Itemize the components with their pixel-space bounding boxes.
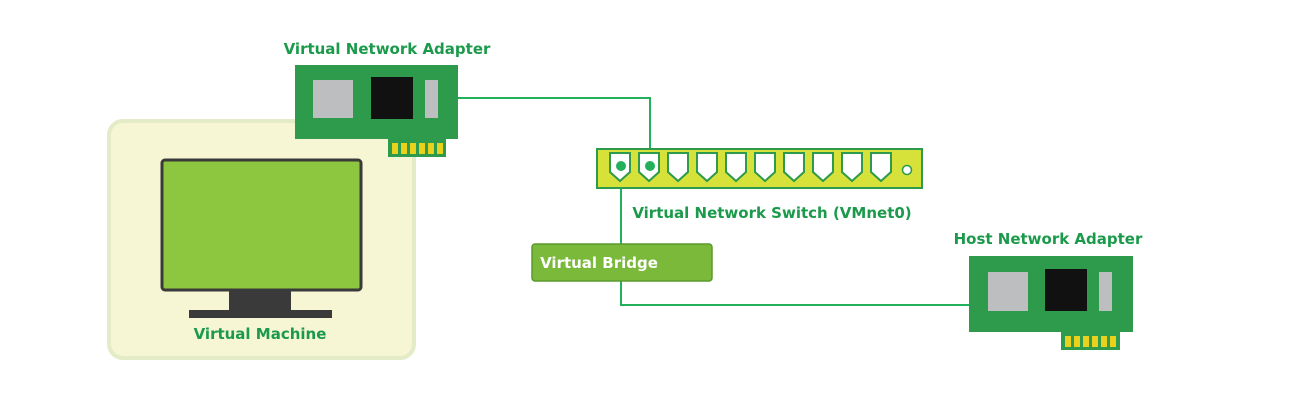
host-adapter-port-right bbox=[1099, 272, 1112, 311]
virtual-network-switch: Virtual Network Switch (VMnet0) bbox=[596, 148, 923, 222]
virtual-network-switch-label: Virtual Network Switch (VMnet0) bbox=[632, 204, 911, 222]
host-network-adapter-label: Host Network Adapter bbox=[954, 230, 1143, 248]
port-connection-dot-1 bbox=[616, 161, 626, 171]
wire-switch-to-bridge bbox=[620, 166, 975, 306]
adapter-pins bbox=[392, 143, 443, 154]
switch-led bbox=[901, 164, 913, 176]
adapter-port-left bbox=[313, 80, 353, 118]
virtual-bridge-label: Virtual Bridge bbox=[540, 254, 658, 272]
monitor-neck bbox=[229, 291, 291, 311]
virtual-machine-group: Virtual Machine bbox=[107, 119, 416, 360]
virtual-bridge: Virtual Bridge bbox=[531, 243, 713, 282]
monitor-stand bbox=[189, 310, 332, 318]
host-adapter-chip bbox=[1045, 269, 1087, 311]
host-adapter-port-left bbox=[988, 272, 1028, 311]
virtual-bridge-box bbox=[531, 243, 713, 282]
switch-ports bbox=[609, 152, 892, 183]
port-connection-dot-2 bbox=[645, 161, 655, 171]
adapter-port-right bbox=[425, 80, 438, 118]
virtual-machine-label: Virtual Machine bbox=[194, 325, 327, 343]
wire-adapter-to-switch bbox=[458, 97, 651, 166]
virtual-network-adapter-label: Virtual Network Adapter bbox=[284, 40, 491, 58]
monitor-screen bbox=[160, 158, 363, 292]
host-network-adapter-card: Host Network Adapter bbox=[954, 230, 1143, 350]
wires bbox=[458, 97, 975, 306]
virtual-network-adapter-card: Virtual Network Adapter bbox=[284, 40, 491, 157]
adapter-chip bbox=[371, 77, 413, 119]
host-adapter-pins bbox=[1065, 336, 1116, 347]
